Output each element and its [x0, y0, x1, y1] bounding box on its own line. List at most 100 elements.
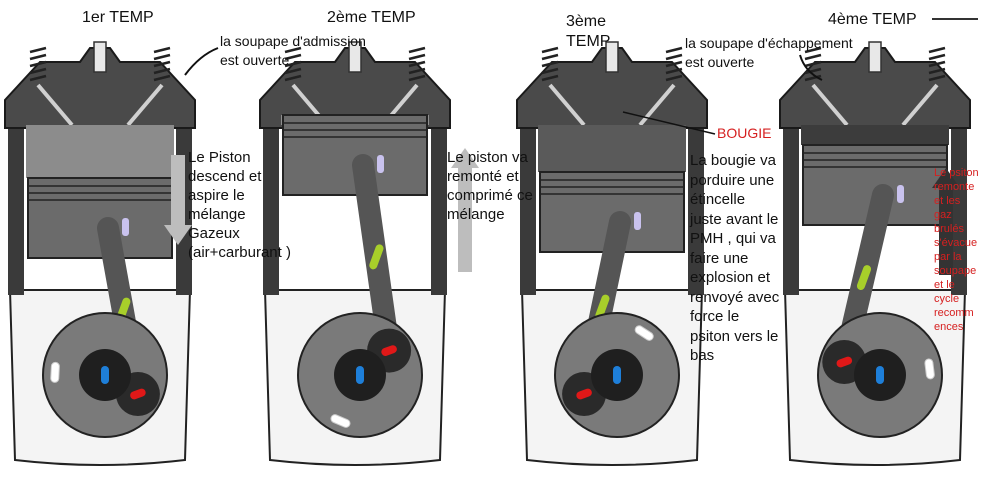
cylinder-wall-right — [688, 120, 704, 295]
combustion-chamber — [801, 125, 949, 145]
stroke-2-title: 2ème TEMP — [327, 9, 416, 26]
intake-valve-spring — [29, 46, 47, 54]
exhaust-valve-spring — [153, 74, 171, 82]
intake-valve-leader — [184, 47, 219, 76]
intake-valve-spring — [804, 60, 822, 68]
marker-lilac — [377, 155, 384, 173]
stroke-1-description: Le Piston descend et aspire le mélange G… — [188, 149, 291, 261]
intake-valve-spring — [804, 46, 822, 54]
intake-valve-spring — [804, 67, 822, 75]
marker-white — [330, 414, 351, 428]
stroke-3-title: 3ème TEMP — [566, 13, 611, 50]
up-arrow-stroke-2 — [451, 148, 479, 272]
stroke-3-description: La bougie va porduire une étincelle just… — [690, 152, 780, 364]
intake-valve-spring — [541, 46, 559, 54]
engine-stroke-3 — [516, 41, 708, 466]
marker-white — [924, 358, 935, 380]
marker-lilac — [122, 218, 129, 236]
cylinder-wall-right — [431, 120, 447, 295]
intake-valve-spring — [541, 74, 559, 82]
exhaust-valve-leader — [799, 54, 823, 81]
intake-valve-stem — [36, 83, 74, 127]
marker-red — [576, 388, 592, 400]
cylinder-wall-left — [520, 120, 536, 295]
marker-red — [130, 388, 146, 400]
marker-white — [634, 325, 654, 341]
stroke-1-title: 1er TEMP — [82, 9, 154, 26]
exhaust-valve-spring — [153, 46, 171, 54]
marker-blue — [356, 366, 364, 384]
exhaust-valve-spring — [408, 53, 426, 61]
combustion-chamber — [538, 125, 686, 172]
exhaust-valve-spring — [408, 67, 426, 75]
stroke-2-description: Le piston va remonté et comprimé ce méla… — [447, 149, 533, 223]
engine-stroke-1 — [4, 41, 196, 466]
exhaust-valve-spring — [665, 53, 683, 61]
cylinder-head — [259, 47, 451, 129]
exhaust-valve-note: la soupape d'échappement est ouverte — [685, 35, 853, 70]
spark-plug — [868, 41, 882, 73]
marker-lime — [595, 294, 610, 320]
marker-red — [836, 356, 853, 368]
intake-valve-spring — [284, 53, 302, 61]
cylinder-wall-left — [8, 120, 24, 295]
spark-plug-label: BOUGIE — [717, 125, 772, 141]
exhaust-valve-spring — [928, 60, 946, 68]
marker-lilac — [634, 212, 641, 230]
exhaust-valve-spring — [928, 46, 946, 54]
intake-valve-spring — [29, 60, 47, 68]
exhaust-valve-spring — [928, 74, 946, 82]
intake-valve-spring — [29, 74, 47, 82]
intake-valve-spring — [284, 60, 302, 68]
exhaust-valve-spring — [153, 60, 171, 68]
exhaust-valve-spring — [928, 67, 946, 75]
spark-plug — [348, 41, 362, 73]
intake-valve-note: la soupape d'admission est ouverte — [220, 33, 366, 68]
cylinder-wall-right — [951, 120, 967, 295]
exhaust-valve-spring — [665, 67, 683, 75]
cylinder-head — [779, 47, 971, 129]
exhaust-valve-stem — [126, 83, 164, 127]
exhaust-valve-spring — [928, 53, 946, 61]
stroke-4-description: Le psiton remonte et les gaz brulés s'év… — [934, 167, 979, 333]
intake-valve-stem — [548, 83, 586, 127]
exhaust-valve-spring — [665, 60, 683, 68]
marker-blue — [613, 366, 621, 384]
exhaust-valve-spring — [408, 74, 426, 82]
marker-red — [381, 345, 397, 356]
intake-valve-spring — [541, 67, 559, 75]
engine-stroke-2 — [259, 41, 451, 466]
exhaust-valve-spring — [408, 60, 426, 68]
cylinder-head — [516, 47, 708, 129]
combustion-chamber — [26, 125, 174, 178]
up-arrow-stroke-4 — [932, 168, 960, 275]
intake-valve-spring — [284, 46, 302, 54]
exhaust-valve-spring — [153, 53, 171, 61]
exhaust-valve-spring — [665, 74, 683, 82]
intake-valve-spring — [284, 74, 302, 82]
intake-valve-spring — [804, 53, 822, 61]
marker-lilac — [897, 185, 904, 203]
intake-valve-spring — [804, 74, 822, 82]
intake-valve-spring — [541, 60, 559, 68]
intake-valve-stem — [811, 83, 849, 127]
exhaust-valve-spring — [408, 46, 426, 54]
intake-valve-spring — [29, 53, 47, 61]
intake-valve-spring — [29, 67, 47, 75]
marker-white — [50, 361, 60, 383]
intake-valve-spring — [541, 53, 559, 61]
marker-lime — [369, 244, 384, 270]
exhaust-valve-stem — [638, 83, 676, 127]
down-arrow-stroke-1 — [164, 155, 192, 245]
spark-plug-leader — [622, 111, 716, 135]
exhaust-valve-spring — [153, 67, 171, 75]
marker-lime — [856, 265, 872, 291]
cylinder-wall-left — [783, 120, 799, 295]
exhaust-valve-spring — [665, 46, 683, 54]
engine-stroke-4 — [779, 41, 971, 466]
marker-blue — [101, 366, 109, 384]
spark-plug — [605, 41, 619, 73]
intake-valve-spring — [284, 67, 302, 75]
marker-blue — [876, 366, 884, 384]
